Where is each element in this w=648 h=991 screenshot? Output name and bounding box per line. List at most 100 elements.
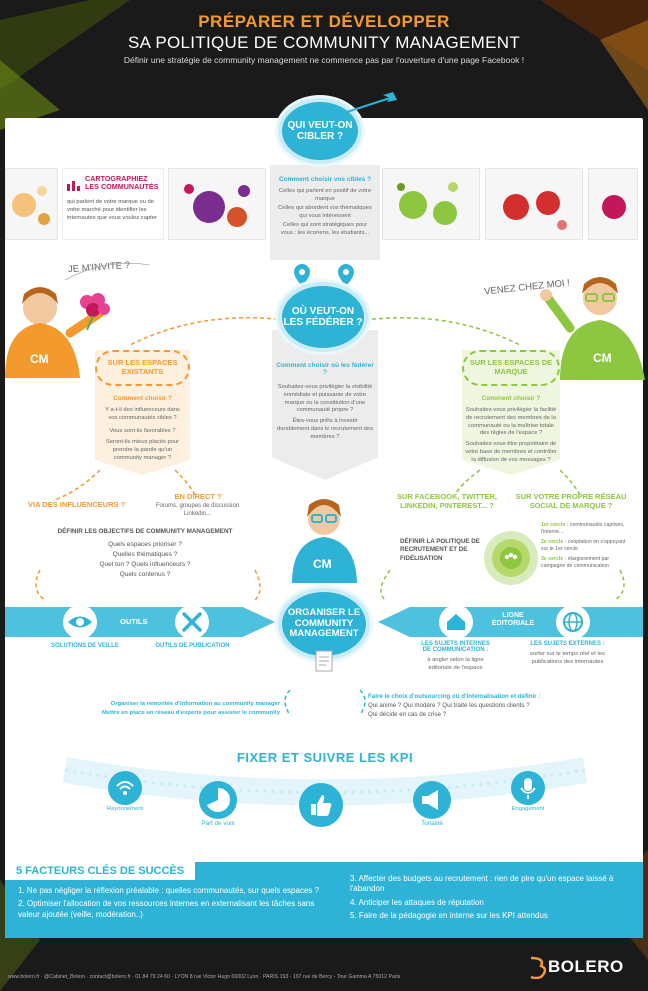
bar-chart-icon	[67, 181, 80, 191]
header-title-line1: PRÉPARER ET DÉVELOPPER	[198, 12, 450, 31]
header-subtitle: Définir une stratégie de community manag…	[123, 55, 525, 65]
cibler-line-2: Celles qui abordent vos thématiques qui …	[278, 205, 372, 219]
sujets-externes-title: LES SUJETS EXTERNES :	[530, 641, 605, 647]
objectif-item: Quelles thématiques ?	[112, 551, 178, 559]
influenceurs-label: VIA DES INFLUENCEURS ?	[28, 500, 126, 509]
espaces-marque-title: SUR LES ESPACES DE MARQUE	[469, 358, 553, 376]
cercle-label: 2e cercle :	[541, 539, 567, 546]
community-map-thumbnail	[382, 168, 480, 240]
espaces-existants-title-frame	[95, 350, 190, 386]
outsourcing-line: Qui anime ? Qui modère ? Qui traite les …	[368, 701, 530, 709]
cibler-grey-box	[270, 165, 380, 260]
home-icon	[439, 605, 473, 639]
cibler-line-3: Celles qui sont stratégiques pour vous :…	[280, 222, 370, 236]
remontee-line: Organiser la remontée d'information au c…	[110, 701, 280, 707]
espaces-existants-title: SUR LES ESPACES EXISTANTS	[107, 358, 178, 376]
success-item: 1. Ne pas négliger la réflexion préalabl…	[18, 886, 320, 895]
arrow-icon	[346, 92, 397, 113]
success-list-right: 3. Affecter des budgets au recrutement :…	[350, 874, 630, 922]
community-circles-icon	[484, 531, 538, 585]
sujets-internes-title: LES SUJETS INTERNES DE COMMUNICATION :	[421, 641, 490, 653]
success-item: 2. Optimiser l'allocation de vos ressour…	[18, 899, 315, 919]
kpi-tonalite: Tonalité	[421, 820, 443, 827]
wifi-icon	[108, 771, 142, 805]
kpi-part-de-voix: Part de voix	[201, 820, 235, 827]
flower-bouquet-icon	[80, 293, 110, 331]
cibler-bubble: QUI VEUT-ON CIBLER ?	[278, 98, 362, 164]
outils-label: OUTILS	[120, 617, 148, 626]
outils-publication-label: OUTILS DE PUBLICATION	[155, 643, 230, 649]
espaces-existants-text-1: Y a-t-il des influenceurs dans vos commu…	[105, 407, 180, 421]
outsourcing-title: Faire le choix d'outsourcing ou d'intern…	[368, 693, 541, 700]
thumbs-up-icon	[299, 783, 343, 827]
kpi-engagement: Engagement	[511, 806, 545, 812]
direct-label: EN DIRECT ?	[174, 492, 222, 501]
community-manager-center-illustration: CM	[292, 499, 357, 583]
cercle-label: 1er cercle :	[541, 522, 569, 528]
cartographiez-title: CARTOGRAPHIEZ LES COMMUNAUTÉS	[85, 174, 159, 192]
success-item: 4. Anticiper les attaques de réputation	[350, 897, 484, 907]
cibler-line-1: Celles qui parlent en positif de votre m…	[278, 188, 372, 202]
espaces-marque-question: Comment choisir ?	[481, 395, 541, 402]
politique-text: DÉFINIR LA POLITIQUE DE RECRUTEMENT ET D…	[400, 538, 480, 562]
ligne-editoriale-band	[378, 607, 643, 637]
espaces-marque-title-frame	[462, 350, 560, 386]
federer-grey-box	[272, 330, 378, 480]
federer-text-2: Êtes-vous prêts à investir durablement d…	[276, 418, 374, 440]
community-manager-left-illustration: CM	[5, 287, 105, 378]
eye-icon	[63, 605, 97, 639]
espaces-marque-text-2: Souhaitez-vous être propriétaire de votr…	[465, 441, 557, 463]
cercle-text: communautés captives, l'interne...	[541, 522, 625, 536]
facebook-label: SUR FACEBOOK, TWITTER, LINKEDIN, PINTERE…	[397, 492, 497, 511]
cartographiez-text: qui parlent de votre marque ou de votre …	[67, 199, 157, 221]
cartographiez-card: CARTOGRAPHIEZ LES COMMUNAUTÉS qui parlen…	[62, 168, 164, 240]
document-icon	[315, 650, 333, 672]
federer-bubble: OÙ VEUT-ON LES FÉDÉRER ?	[278, 282, 368, 352]
solutions-veille-label: SOLUTIONS DE VEILLE	[51, 643, 119, 649]
success-item: 5. Faire de la pédagogie en interne sur …	[350, 911, 548, 921]
cercle-text: cooptation en s'appuyant sur le 1er cerc…	[541, 539, 626, 553]
community-manager-right-illustration: CM	[540, 277, 645, 380]
map-pin-icon	[294, 264, 354, 286]
objectif-item: Quels espaces prioriser ?	[108, 541, 182, 548]
community-map-thumbnail	[5, 168, 58, 240]
community-map-thumbnail	[168, 168, 266, 240]
ligne-editoriale-label: LIGNE ÉDITORIALE	[491, 612, 535, 628]
remontee-block: Organiser la remontée d'information au c…	[50, 700, 280, 718]
sujets-internes-text: à angler selon la ligne éditoriale de l'…	[427, 657, 484, 671]
community-map-thumbnail	[485, 168, 583, 240]
cercle-text: élargissement par campagne de communicat…	[541, 556, 610, 570]
objectif-item: Quels contenus ?	[119, 571, 171, 579]
globe-icon	[556, 605, 590, 639]
outsourcing-block: Faire le choix d'outsourcing ou d'intern…	[368, 693, 608, 720]
sujets-externes-text: surfer sur le temps réel et les publicat…	[530, 651, 605, 665]
bolero-logo-text: BOLERO	[548, 957, 624, 976]
objectif-item: Quel ton ? Quels influenceurs ?	[99, 561, 191, 569]
objectifs-title: DÉFINIR LES OBJECTIFS DE COMMUNITY MANAG…	[57, 528, 233, 535]
remontee-line: Mettre en place un réseau d'experts pour…	[101, 709, 280, 716]
outils-band	[5, 607, 275, 637]
tools-icon	[175, 605, 209, 639]
espaces-existants-text-3: Seront-ils mieux placés pour prendre la …	[105, 439, 180, 461]
kpi-title: FIXER ET SUIVRE LES KPI	[236, 750, 414, 765]
espaces-existants-question: Comment choisir ?	[113, 395, 172, 402]
success-list-left: 1. Ne pas négliger la réflexion préalabl…	[18, 886, 338, 920]
svg-text:CM: CM	[313, 557, 332, 571]
success-title: 5 FACTEURS CLÉS DE SUCCÈS	[16, 865, 185, 877]
bolero-logo-mark	[530, 956, 546, 979]
pie-chart-icon	[199, 781, 237, 819]
federer-question: Comment choisir où les fédérer ?	[276, 362, 374, 376]
megaphone-icon	[413, 781, 451, 819]
community-map-thumbnail	[588, 168, 638, 240]
cibler-question: Comment choisir vos cibles ?	[278, 176, 372, 183]
success-item: 3. Affecter des budgets au recrutement :…	[350, 874, 614, 894]
svg-text:CM: CM	[593, 351, 612, 365]
success-title-tab	[5, 862, 195, 880]
objectifs-list: Quels espaces prioriser ? Quelles thémat…	[95, 540, 195, 580]
speech-bubble-outline	[64, 263, 151, 281]
direct-text: Forums, groupes de discussion Linkedin..…	[155, 503, 240, 518]
reseau-label: SUR VOTRE PROPRE RÉSEAU SOCIAL DE MARQUE…	[515, 492, 627, 511]
header-title-line2: SA POLITIQUE DE COMMUNITY MANAGEMENT	[127, 33, 521, 52]
espaces-marque-text-1: Souhaitez-vous privilégier la facilité d…	[465, 407, 557, 437]
